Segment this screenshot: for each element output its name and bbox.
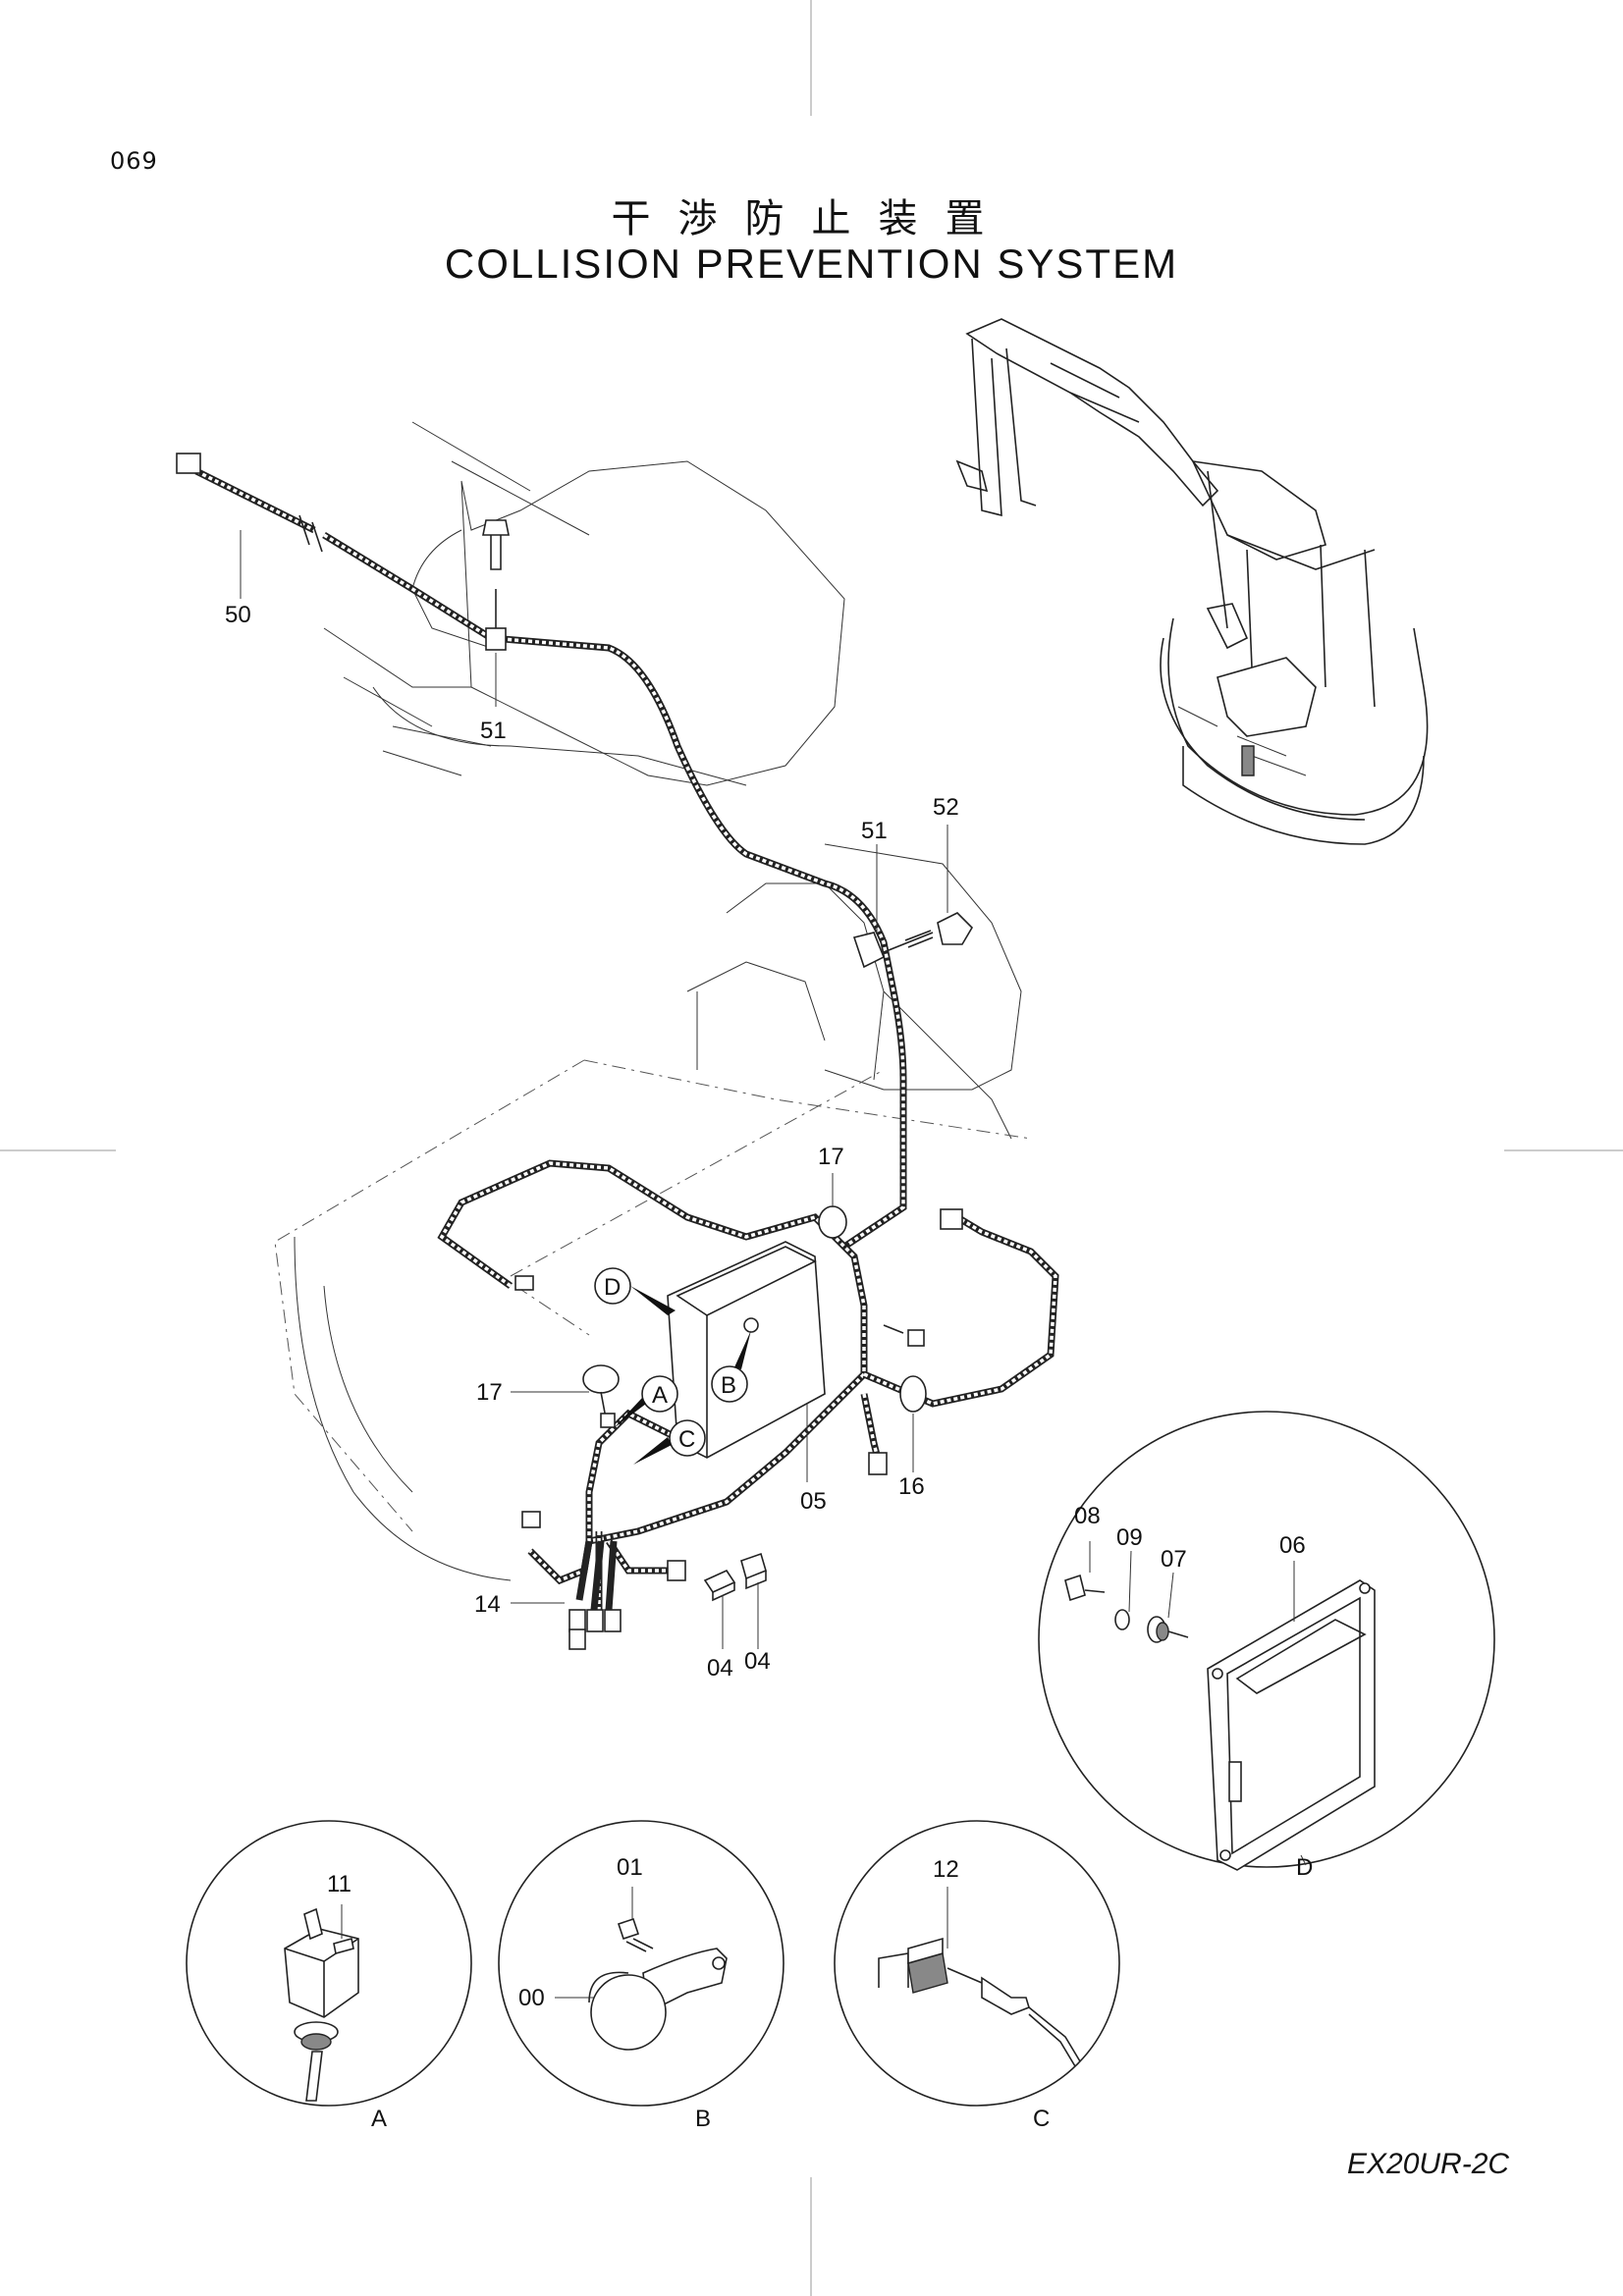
excavator-overview-illustration xyxy=(955,318,1429,845)
detail-marker-d: D xyxy=(594,1267,676,1315)
detail-a-view: 11 A xyxy=(186,1820,472,2132)
relay-04-left xyxy=(703,1569,736,1602)
detail-marker-a-label: A xyxy=(652,1382,668,1409)
clamp-51-upper xyxy=(485,589,507,651)
grommet-16 xyxy=(899,1375,927,1413)
detail-c-label: C xyxy=(1033,2106,1050,2132)
callout-11: 11 xyxy=(327,1871,352,1897)
detail-marker-b: B xyxy=(711,1330,751,1403)
detail-d-view: 08 09 07 06 D xyxy=(1038,1411,1495,1881)
callout-06: 06 xyxy=(1279,1532,1306,1559)
controller-box-installed xyxy=(667,1241,925,1459)
detail-b-view: 01 00 B xyxy=(498,1820,784,2132)
detail-marker-b-label: B xyxy=(721,1372,736,1399)
model-code: EX20UR-2C xyxy=(1347,2148,1510,2180)
callout-51-lower: 51 xyxy=(861,818,888,844)
callout-01: 01 xyxy=(617,1854,643,1881)
bolt-upper xyxy=(482,519,510,570)
connectors-14 xyxy=(568,1540,622,1650)
relay-04-right xyxy=(740,1552,767,1590)
callout-04-right: 04 xyxy=(744,1648,771,1675)
callout-12: 12 xyxy=(933,1856,959,1883)
leader-lines xyxy=(240,530,948,1649)
callout-00: 00 xyxy=(518,1985,545,2011)
callout-07: 07 xyxy=(1161,1546,1187,1573)
detail-a-label: A xyxy=(371,2106,387,2132)
callout-04-left: 04 xyxy=(707,1655,733,1682)
callout-17-lower: 17 xyxy=(476,1379,503,1406)
grommet-17-upper xyxy=(818,1205,847,1239)
callout-16: 16 xyxy=(898,1473,925,1500)
wire-harness-50 xyxy=(176,453,907,1250)
callout-05: 05 xyxy=(800,1488,827,1515)
page-number: 069 xyxy=(110,147,158,175)
connector-icon xyxy=(176,453,201,474)
detail-d-label: D xyxy=(1296,1854,1313,1881)
detail-marker-d-label: D xyxy=(604,1274,621,1301)
detail-marker-a: A xyxy=(614,1375,678,1428)
page-title: COLLISION PREVENTION SYSTEM xyxy=(444,240,1179,287)
callout-50: 50 xyxy=(225,602,251,628)
detail-b-label: B xyxy=(695,2106,711,2132)
machine-outline xyxy=(274,421,1032,1581)
callout-17-upper: 17 xyxy=(818,1144,844,1170)
grommet-17-lower xyxy=(582,1364,620,1428)
page-title-japanese: 干渉防止装置 xyxy=(611,196,1012,241)
detail-marker-c-label: C xyxy=(678,1426,695,1453)
callout-51-upper: 51 xyxy=(480,718,507,744)
clamp-51-lower xyxy=(852,932,934,969)
callout-08: 08 xyxy=(1074,1503,1101,1529)
callout-14: 14 xyxy=(474,1591,501,1618)
callout-52: 52 xyxy=(933,794,959,821)
bolt-52 xyxy=(904,912,974,948)
detail-marker-c: C xyxy=(633,1419,706,1465)
detail-c-view: 12 C xyxy=(834,1820,1120,2132)
callout-09: 09 xyxy=(1116,1524,1143,1551)
